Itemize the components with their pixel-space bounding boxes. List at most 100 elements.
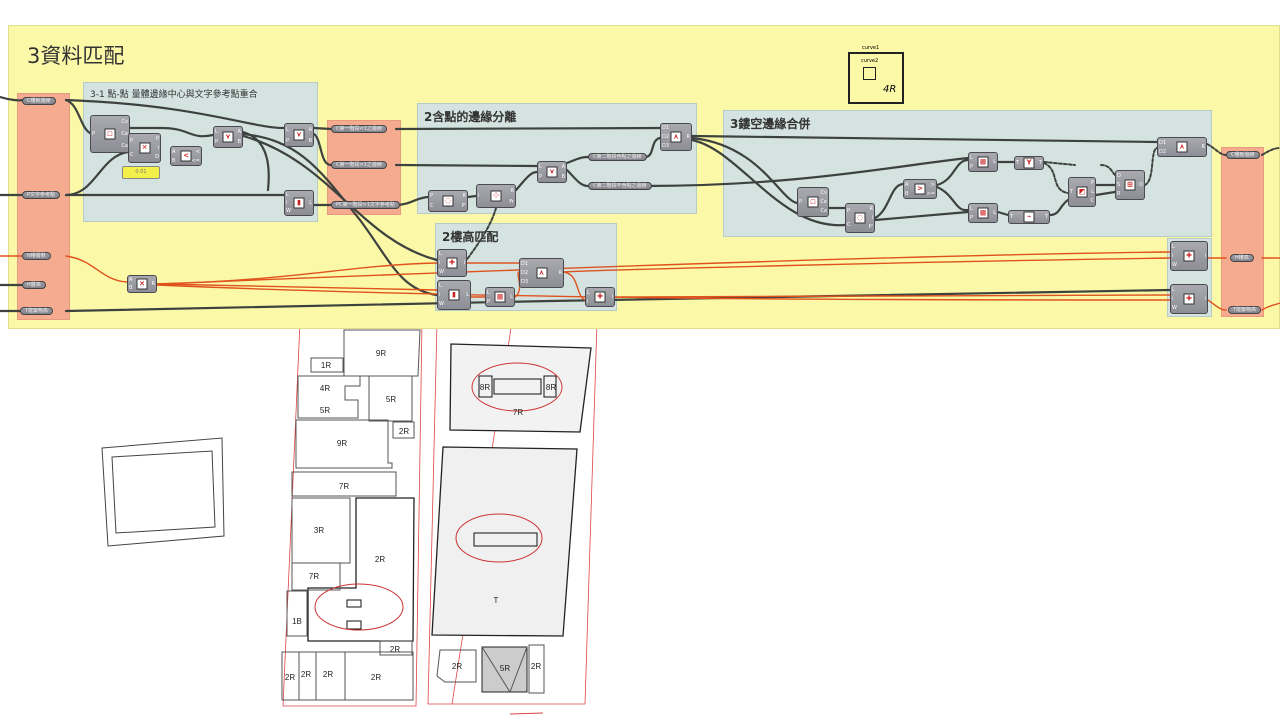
input-port[interactable]: L <box>215 129 218 135</box>
input-port[interactable]: D3 <box>662 142 670 149</box>
param-text-ref-point[interactable]: P文字參考點 <box>22 191 61 199</box>
output-port[interactable]: R <box>462 193 466 199</box>
input-port[interactable]: A <box>905 181 909 188</box>
output-port[interactable]: A <box>561 164 565 170</box>
output-port[interactable]: O <box>1139 182 1143 188</box>
output-port[interactable]: >= <box>926 190 935 197</box>
output-port[interactable]: R <box>869 205 873 212</box>
param-out-height[interactable]: H樓高 <box>1230 254 1254 262</box>
output-port[interactable]: Cv <box>820 189 827 196</box>
output-port[interactable]: R <box>686 134 690 140</box>
input-port[interactable]: B <box>172 157 176 164</box>
input-port[interactable]: i <box>439 259 441 266</box>
input-port[interactable]: D1 <box>662 125 670 132</box>
input-port[interactable]: i <box>286 200 288 206</box>
output-port[interactable]: A <box>237 129 241 135</box>
output-port[interactable]: R <box>510 187 514 194</box>
param-out-floor-edge[interactable]: C樓板邊線 <box>1226 151 1260 159</box>
output-port[interactable]: T <box>1038 160 1042 166</box>
output-port[interactable]: R <box>558 270 562 276</box>
input-port[interactable]: C <box>130 152 134 158</box>
input-port[interactable]: P <box>286 137 290 144</box>
param-building-height[interactable]: T建築物高 <box>20 307 54 315</box>
input-port[interactable]: L <box>539 164 542 170</box>
output-port[interactable]: i <box>1204 296 1206 302</box>
input-port[interactable]: P <box>215 139 219 145</box>
output-port[interactable]: A <box>308 126 312 133</box>
number-panel[interactable]: 0.01 <box>122 166 160 179</box>
input-port[interactable]: L <box>970 205 973 212</box>
output-port[interactable]: L <box>510 294 513 300</box>
output-port[interactable]: i <box>463 260 465 266</box>
input-port[interactable]: B <box>905 190 909 197</box>
output-port[interactable]: Cv <box>121 119 128 125</box>
input-port[interactable]: A <box>129 277 133 283</box>
input-port[interactable]: i <box>1172 252 1174 259</box>
output-port[interactable]: Fr <box>509 198 514 205</box>
output-port[interactable]: D <box>155 154 159 161</box>
input-port[interactable]: R <box>1117 191 1121 198</box>
param-out-building-height[interactable]: T建築物高 <box>1228 306 1262 314</box>
input-port[interactable]: P <box>430 193 434 199</box>
output-port[interactable]: P <box>1090 179 1094 186</box>
output-port[interactable]: R <box>1201 144 1205 150</box>
output-port[interactable]: B <box>308 137 312 144</box>
output-port[interactable]: Ca <box>121 143 128 149</box>
input-port[interactable]: L <box>439 251 442 258</box>
output-port[interactable]: R <box>151 281 155 287</box>
output-port[interactable]: Ca <box>820 208 827 215</box>
param-stage2-with-point[interactable]: C第二階段含點之邊線 <box>588 153 647 161</box>
input-port[interactable]: D2 <box>662 133 670 140</box>
param-floor-height[interactable]: H層高 <box>22 281 46 289</box>
output-port[interactable]: B <box>237 139 241 145</box>
input-port[interactable]: P <box>799 199 803 205</box>
input-port[interactable]: P <box>487 298 491 305</box>
input-port[interactable]: L <box>1172 243 1175 250</box>
output-port[interactable]: P' <box>868 224 873 231</box>
input-port[interactable]: T <box>1010 214 1014 220</box>
param-stage2-without-point[interactable]: C第二階段不含點之邊線 <box>588 182 652 190</box>
input-port[interactable]: P <box>92 131 96 137</box>
input-port[interactable]: C <box>430 203 434 209</box>
input-port[interactable]: D2 <box>1159 148 1167 155</box>
output-port[interactable]: i <box>157 144 159 151</box>
input-port[interactable]: W <box>439 301 444 308</box>
input-port[interactable]: D1 <box>1159 139 1167 146</box>
input-port[interactable]: i <box>1172 295 1174 302</box>
input-port[interactable]: L <box>1172 286 1175 293</box>
param-stage1-lt1-edges[interactable]: C第一階段<1之邊線 <box>331 125 387 133</box>
input-port[interactable]: L <box>587 289 590 296</box>
input-port[interactable]: L <box>487 289 490 296</box>
output-port[interactable]: < <box>195 148 200 155</box>
input-port[interactable]: A <box>172 148 176 155</box>
input-port[interactable]: C <box>847 222 851 228</box>
output-port[interactable]: <= <box>191 157 200 164</box>
input-port[interactable]: L <box>286 192 289 198</box>
param-floor-edge[interactable]: C樓板邊線 <box>22 97 56 105</box>
input-port[interactable]: P <box>130 138 134 144</box>
input-port[interactable]: L <box>439 282 442 289</box>
output-port[interactable]: B <box>561 174 565 180</box>
input-port[interactable]: D <box>1117 172 1121 179</box>
output-port[interactable]: L <box>1091 188 1094 195</box>
